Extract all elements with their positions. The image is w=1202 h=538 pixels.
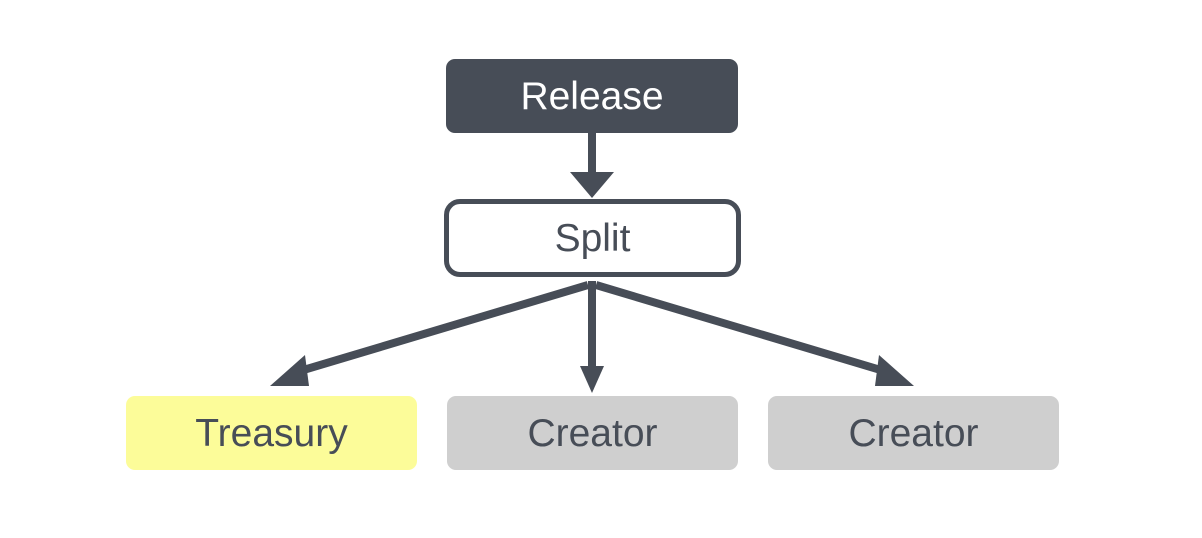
edge-split-treasury-line — [288, 281, 590, 378]
edge-split-creator-2-arrowhead — [875, 355, 914, 386]
node-creator-2-label: Creator — [848, 411, 979, 455]
edge-release-split — [570, 133, 614, 198]
node-creator-1-label: Creator — [527, 411, 658, 455]
node-split[interactable]: Split — [444, 199, 741, 277]
node-creator-1[interactable]: Creator — [447, 396, 738, 470]
edge-split-creator-2 — [594, 281, 914, 386]
edge-split-treasury-arrowhead — [270, 355, 309, 386]
edge-split-creator-2-line — [594, 281, 896, 378]
edge-split-creator-1-arrowhead — [580, 366, 604, 393]
node-split-label: Split — [554, 216, 631, 260]
node-release[interactable]: Release — [446, 59, 738, 133]
node-release-label: Release — [520, 74, 664, 118]
edge-release-split-arrowhead — [570, 172, 614, 198]
node-creator-2[interactable]: Creator — [768, 396, 1059, 470]
node-treasury[interactable]: Treasury — [126, 396, 417, 470]
edge-split-treasury — [270, 281, 590, 386]
edge-split-creator-1 — [580, 281, 604, 393]
node-treasury-label: Treasury — [195, 411, 348, 455]
